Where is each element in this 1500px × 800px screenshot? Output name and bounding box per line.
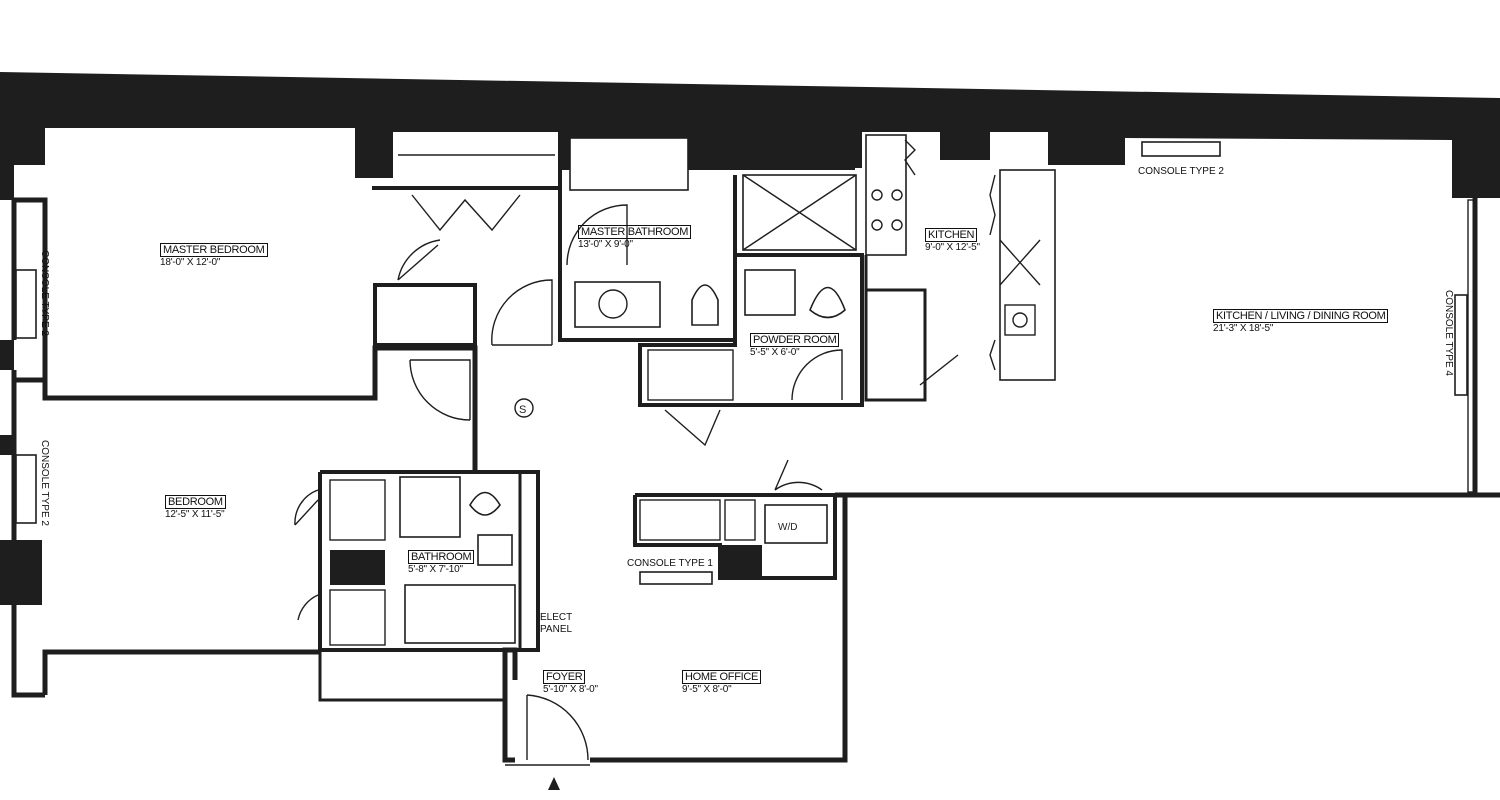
room-name: KITCHEN / LIVING / DINING ROOM — [1213, 309, 1389, 323]
console-type2-upper-label: CONSOLE TYPE 2 — [39, 250, 50, 336]
room-dims: 9'-0" x 12'-5" — [925, 242, 980, 253]
room-bathroom: BATHROOM 5'-8" x 7'-10" — [408, 550, 475, 576]
console-type2-top — [1141, 141, 1221, 157]
console-type1 — [639, 571, 713, 585]
kitchen-sink-icon — [1012, 312, 1028, 328]
bathroom-sink — [477, 534, 513, 566]
wall-column — [0, 435, 12, 455]
elect-panel-label: ELECT PANEL — [540, 612, 573, 635]
console-type2-lower — [15, 454, 37, 524]
room-dims: 13'-0" x 9'-0" — [578, 239, 633, 250]
room-name: FOYER — [543, 670, 586, 684]
bedroom-wall — [42, 649, 320, 695]
powder-sink — [744, 269, 796, 316]
room-home-office: HOME OFFICE 9'-5" x 8'-0" — [682, 670, 762, 696]
room-name: MASTER BEDROOM — [160, 243, 268, 257]
console-type2-lower-label: CONSOLE TYPE 2 — [39, 440, 50, 526]
room-dims: 12'-5" x 11'-5" — [165, 509, 225, 520]
room-kitchen-living-dining: KITCHEN / LIVING / DINING ROOM 21'-3" x … — [1213, 309, 1389, 335]
washer-dryer-label: W/D — [778, 522, 797, 533]
room-bedroom: BEDROOM 12'-5" x 11'-5" — [165, 495, 226, 521]
vanity — [574, 281, 661, 328]
bathroom-tub — [404, 584, 516, 644]
window — [1467, 199, 1477, 493]
room-dims: 5'-10" x 8'-0" — [543, 684, 598, 695]
room-kitchen: KITCHEN 9'-0" x 12'-5" — [925, 228, 980, 254]
wall-column — [0, 340, 14, 370]
wall-left — [11, 605, 45, 698]
room-foyer: FOYER 5'-10" x 8'-0" — [543, 670, 598, 696]
room-name: MASTER BATHROOM — [578, 225, 692, 239]
room-name: POWDER ROOM — [750, 333, 840, 347]
powder-room-wall — [638, 253, 864, 407]
closet-doors — [411, 194, 521, 232]
console-type4-label: CONSOLE TYPE 4 — [1443, 290, 1454, 376]
console-type2-top-label: CONSOLE TYPE 2 — [1138, 166, 1224, 177]
room-powder-room: POWDER ROOM 5'-5" x 6'-0" — [750, 333, 840, 359]
console-type4 — [1454, 294, 1468, 396]
room-dims: 18'-0" x 12'-0" — [160, 257, 221, 268]
room-name: BEDROOM — [165, 495, 226, 509]
wall-column — [0, 165, 14, 200]
console-type2-upper — [15, 269, 37, 339]
kitchen-counter — [864, 255, 927, 402]
entry-arrow-icon — [548, 777, 560, 790]
room-master-bathroom: MASTER BATHROOM 13'-0" x 9'-0" — [578, 225, 692, 251]
room-name: BATHROOM — [408, 550, 475, 564]
smoke-detector-icon — [514, 398, 534, 418]
room-name: HOME OFFICE — [682, 670, 762, 684]
bathroom-toilet-icon — [469, 491, 501, 516]
home-office-wall — [590, 492, 848, 763]
bathroom-wall — [318, 470, 540, 652]
wall-column — [0, 540, 42, 605]
bathtub — [569, 137, 689, 191]
room-dims: 5'-5" x 6'-0" — [750, 347, 800, 358]
room-dims: 5'-8" x 7'-10" — [408, 564, 463, 575]
sink-icon — [598, 289, 628, 319]
room-dims: 21'-3" x 18'-5" — [1213, 323, 1274, 334]
closet — [647, 349, 734, 401]
console-type1-label: CONSOLE TYPE 1 — [627, 558, 713, 569]
bedroom-wall — [14, 377, 48, 398]
powder-toilet-icon — [809, 286, 846, 319]
smoke-detector-letter: S — [519, 404, 526, 416]
room-dims: 9'-5" x 8'-0" — [682, 684, 732, 695]
closet — [373, 283, 477, 347]
washer-dryer — [764, 504, 828, 544]
master-bedroom-wall — [14, 197, 478, 470]
room-master-bedroom: MASTER BEDROOM 18'-0" x 12'-0" — [160, 243, 268, 269]
shower-small — [399, 476, 461, 538]
foyer-wall — [502, 647, 518, 763]
exterior-wall-top — [0, 72, 1500, 198]
toilet-icon — [691, 284, 719, 326]
room-name: KITCHEN — [925, 228, 978, 242]
